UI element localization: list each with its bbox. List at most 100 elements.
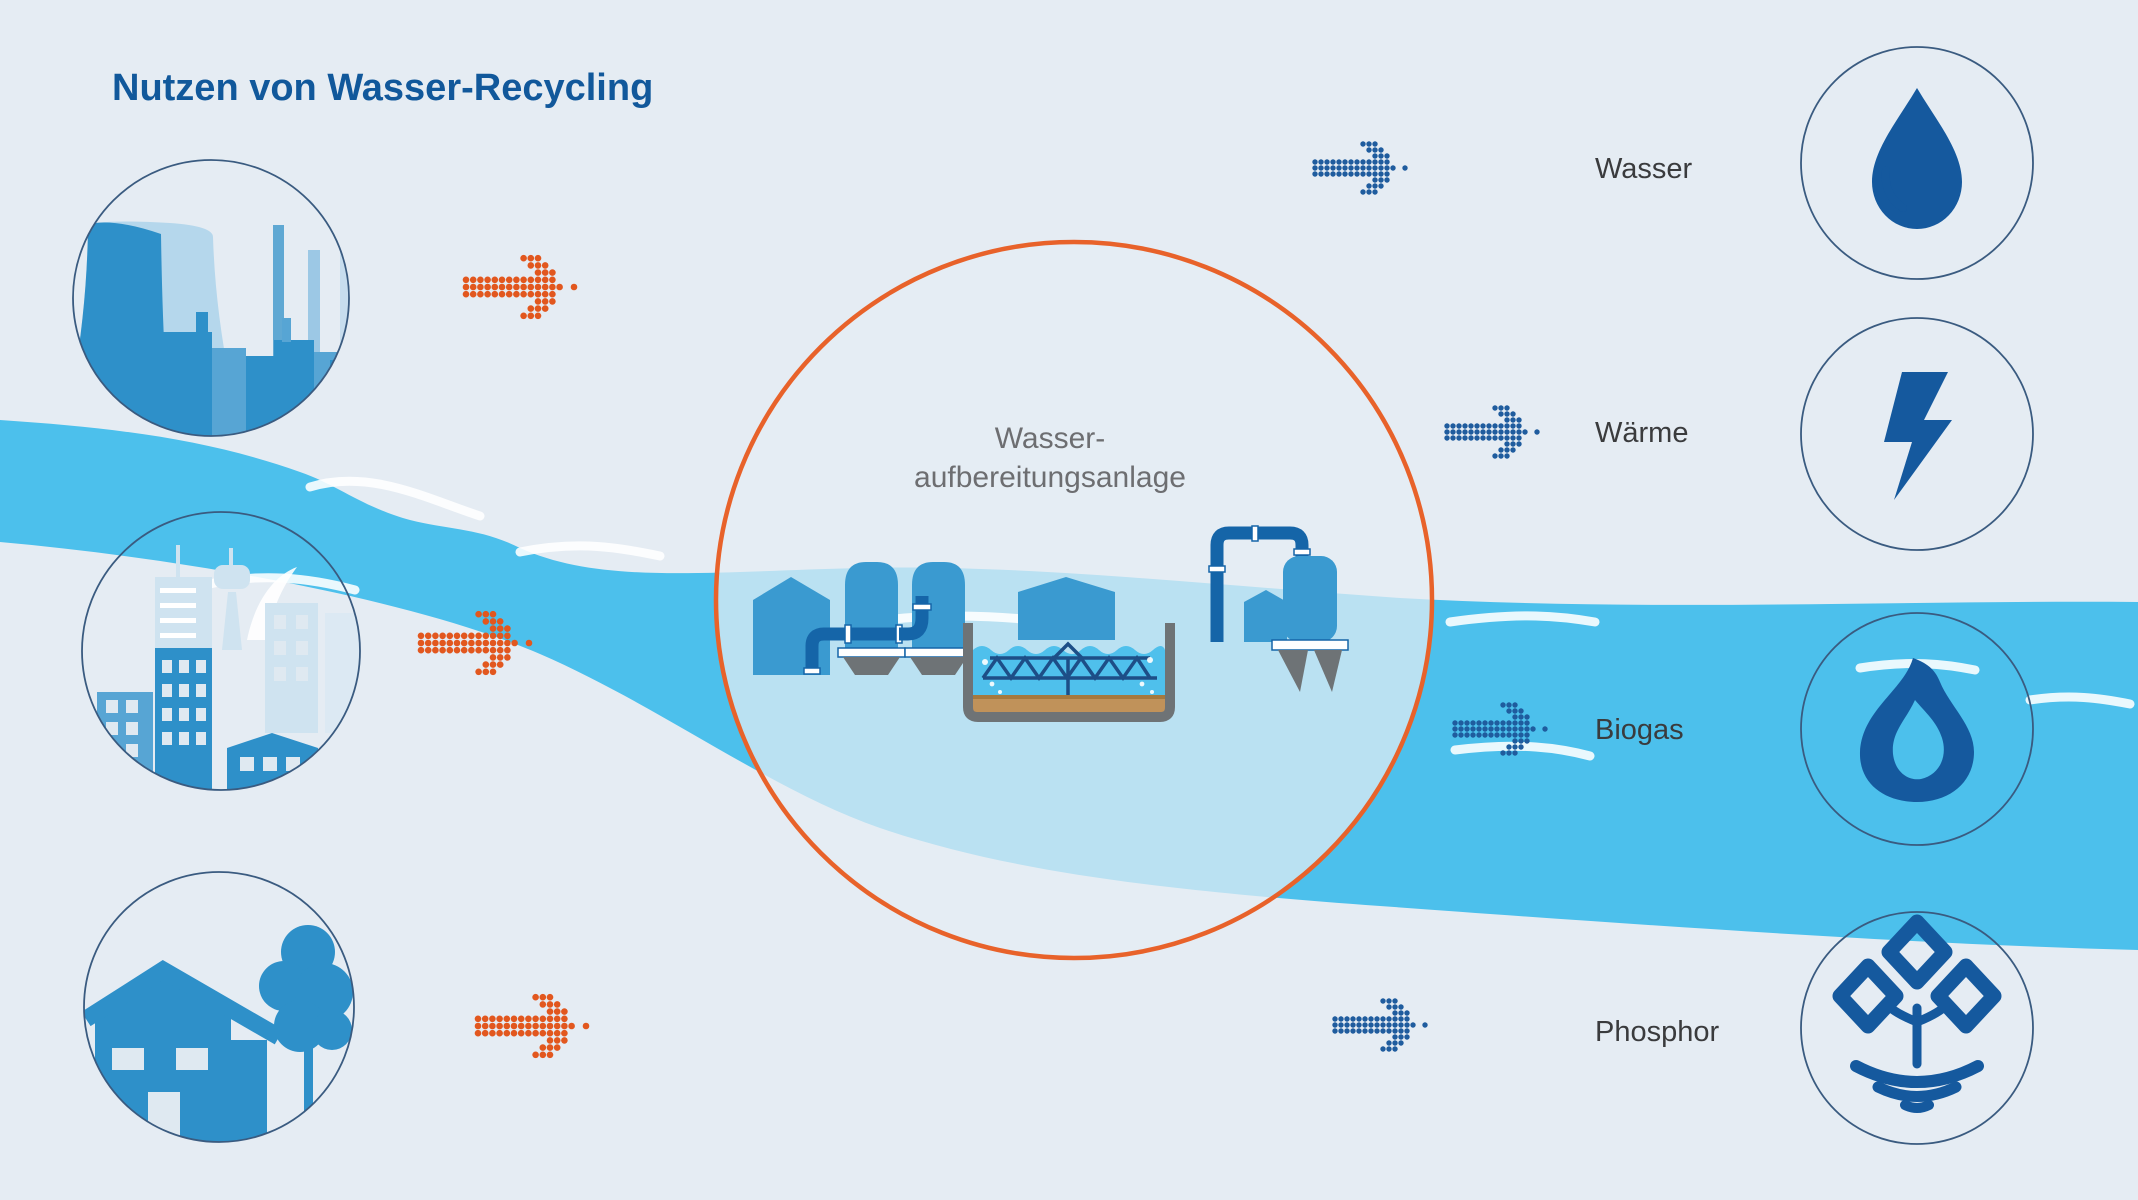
arrow-dot [1470,720,1476,726]
arrow-dot [541,269,549,276]
arrow-dot [432,639,439,647]
arrow-dot [1516,417,1522,423]
arrow-dot [453,646,461,654]
arrow-dot [527,262,535,269]
arrow-dot [1350,1016,1356,1022]
arrow-dot [432,632,439,640]
arrow-dot [1530,726,1536,732]
arrow-dot [517,1022,525,1030]
arrow-dot [482,632,490,640]
arrow-dot [1366,165,1372,171]
arrow-dot [1398,1004,1404,1010]
source-city-circle [81,511,361,791]
arrow-dot [1344,1022,1350,1028]
arrow-dot [1464,720,1470,726]
output-phosphor [1800,911,2034,1145]
arrow-dot [1372,141,1378,147]
arrow-dot [462,283,470,291]
arrow-dot [439,632,446,640]
arrow-dot [1506,744,1512,750]
arrow-dot [1482,720,1488,726]
arrow-dot [1398,1016,1404,1022]
arrow-dot [1476,732,1482,738]
arrow-dot [1494,732,1500,738]
arrow-dot [1392,1010,1398,1016]
arrow-dot [1504,435,1510,441]
arrow-dot [505,290,513,298]
arrow-dot [482,610,490,618]
arrow-dot [1512,738,1518,744]
arrow-dot [1384,153,1390,159]
arrow-dot [481,1029,489,1037]
arrow-dot [553,1015,561,1023]
arrow-dot [474,1015,482,1023]
arrow-dot [1524,714,1530,720]
arrow-dot [1380,1028,1386,1034]
arrow-city-to-plant [417,610,533,676]
arrow-dot [1524,732,1530,738]
source-household-circle [83,871,355,1143]
arrow-dot [520,312,527,320]
arrow-dot [1348,159,1354,165]
arrow-dot [1378,165,1384,171]
arrow-dot [475,668,482,676]
arrow-dot [468,639,475,647]
arrow-dot [446,646,454,654]
arrow-dot [1506,720,1512,726]
arrow-dot [546,1029,554,1037]
arrow-dot [468,632,475,640]
arrow-dot [1518,726,1524,732]
arrow-dot [1494,726,1500,732]
arrow-dot [491,276,499,284]
arrow-dot [511,639,518,647]
arrow-dot [1378,153,1384,159]
arrow-dot [469,283,477,291]
arrow-dot [477,283,484,291]
arrow-dot [1342,165,1348,171]
arrow-dot [1372,159,1378,165]
arrow-dot [1444,423,1450,429]
arrow-dot [568,1022,575,1030]
arrow-dot [1318,171,1324,177]
arrow-dot [1486,429,1492,435]
arrow-dot [491,283,499,291]
output-wasser [1800,46,2034,280]
arrow-dot [527,283,535,291]
arrow-dot [484,283,491,291]
arrow-dot [1506,726,1512,732]
arrow-dot [520,290,527,298]
arrow-dot [1542,726,1548,732]
arrow-dot [496,661,504,668]
arrow-dot [1468,429,1474,435]
tree [259,925,353,1118]
arrow-dot [520,254,527,262]
arrow-dot [1510,411,1516,417]
arrow-dot [1456,429,1462,435]
arrow-dot [1512,702,1518,708]
arrow-dot [1452,726,1458,732]
arrow-dot [1380,1022,1386,1028]
arrow-dot [1512,720,1518,726]
arrow-dot [1386,1046,1392,1052]
arrow-dot [549,298,556,305]
arrow-dot [527,290,535,298]
arrow-dot [1330,171,1336,177]
arrow-dot [504,632,511,640]
output-waerme-circle [1800,317,2034,551]
arrow-dot [1480,435,1486,441]
arrow-dot [474,1029,482,1037]
arrow-dot [453,639,461,647]
arrow-dot [417,639,425,647]
arrow-dot [1522,429,1528,435]
arrow-dot [1378,171,1384,177]
arrow-dot [1366,183,1372,189]
arrow-dot [1464,726,1470,732]
arrow-dot [1324,171,1330,177]
arrow-dot [1504,405,1510,411]
arrow-dot [546,1044,554,1051]
arrow-to-biogas [1452,702,1548,756]
arrow-dot [541,283,549,291]
arrow-dot [517,1015,525,1023]
arrow-dot [475,632,482,640]
arrow-dot [1462,429,1468,435]
